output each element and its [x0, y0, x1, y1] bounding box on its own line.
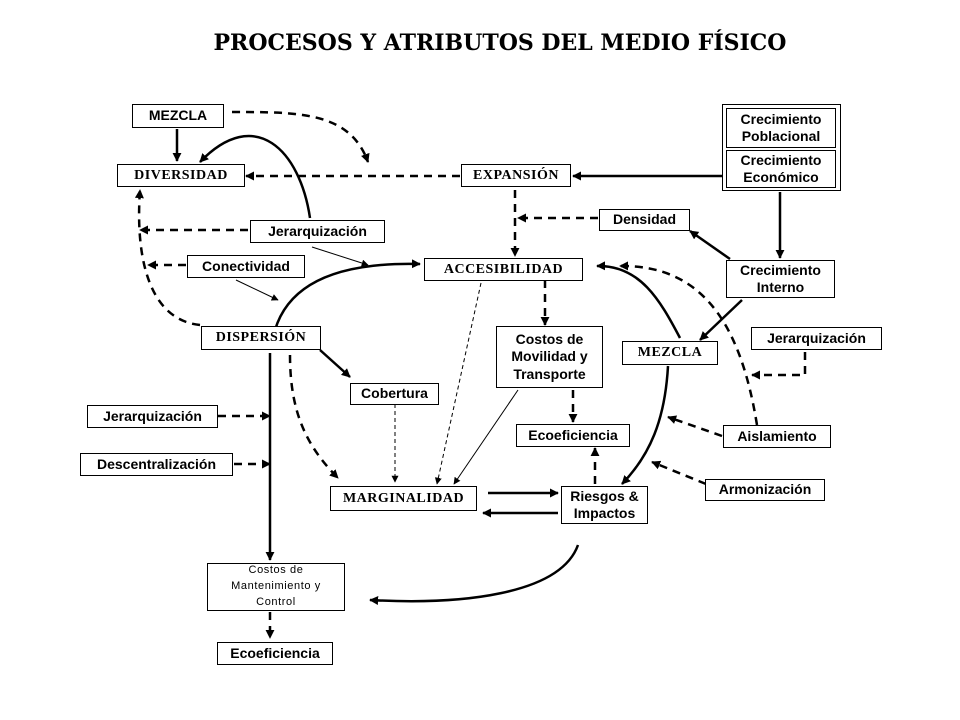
node-diversidad: DIVERSIDAD — [117, 164, 245, 187]
node-aislamiento: Aislamiento — [723, 425, 831, 448]
node-jerarquizacion-1: Jerarquización — [250, 220, 385, 243]
arrow-dispersion-accesibilidad — [273, 259, 421, 331]
node-cobertura: Cobertura — [350, 383, 439, 405]
node-densidad: Densidad — [599, 209, 690, 231]
dashed-jerarquizacion-right — [751, 352, 807, 380]
arrow-costos-marginalidad — [453, 389, 519, 485]
dashed-aislamiento-accesibilidad — [619, 261, 759, 426]
node-costos-mantenimiento: Costos de Mantenimiento y Control — [207, 563, 345, 611]
arrow-dispersion-cobertura — [319, 349, 351, 378]
node-jerarquizacion-right: Jerarquización — [751, 327, 882, 350]
arrow-riesgos-costos-mantenimiento — [369, 544, 580, 605]
arrow-jerarquizacion-diversidad — [199, 134, 312, 219]
node-mezcla-top: MEZCLA — [132, 104, 224, 128]
arrow-interno-mezcla — [699, 299, 743, 341]
node-dispersion: DISPERSIÓN — [201, 326, 321, 350]
node-crecimiento-poblacional: Crecimiento Poblacional — [726, 108, 836, 148]
node-jerarquizacion-left: Jerarquización — [87, 405, 218, 428]
arrow-interno-densidad — [689, 229, 731, 261]
dashed-dispersion-marginalidad — [288, 354, 339, 479]
node-riesgos: Riesgos & Impactos — [561, 486, 648, 524]
dashed-dispersion-diversidad — [134, 189, 201, 327]
node-crecimiento-interno: Crecimiento Interno — [726, 260, 835, 298]
crecimiento-group — [722, 104, 841, 191]
dotted-accesibilidad-marginalidad — [434, 282, 482, 485]
node-mezcla-right: MEZCLA — [622, 341, 718, 365]
arrow-conectividad-dispersion — [235, 279, 279, 301]
node-expansion: EXPANSIÓN — [461, 164, 571, 187]
dashed-aislamiento-mezcla — [667, 415, 723, 438]
dashed-mezcla-expansion — [231, 110, 370, 163]
node-armonizacion: Armonización — [705, 479, 825, 501]
node-accesibilidad: ACCESIBILIDAD — [424, 258, 583, 281]
arrow-jerarquizacion-accesibilidad — [311, 246, 369, 267]
node-ecoeficiencia-mid: Ecoeficiencia — [516, 424, 630, 447]
node-ecoeficiencia-bottom: Ecoeficiencia — [217, 642, 333, 665]
node-crecimiento-economico: Crecimiento Económico — [726, 150, 836, 188]
diagram-title: PROCESOS Y ATRIBUTOS DEL MEDIO FÍSICO — [213, 30, 787, 56]
node-conectividad: Conectividad — [187, 255, 305, 278]
node-descentralizacion: Descentralización — [80, 453, 233, 476]
node-costos-movilidad: Costos de Movilidad y Transporte — [496, 326, 603, 388]
arrow-mezcla-riesgos — [621, 365, 670, 485]
dashed-armonizacion-mezcla — [651, 460, 707, 486]
arrow-accesibilidad-mezcla — [596, 261, 682, 339]
node-marginalidad: MARGINALIDAD — [330, 486, 477, 511]
